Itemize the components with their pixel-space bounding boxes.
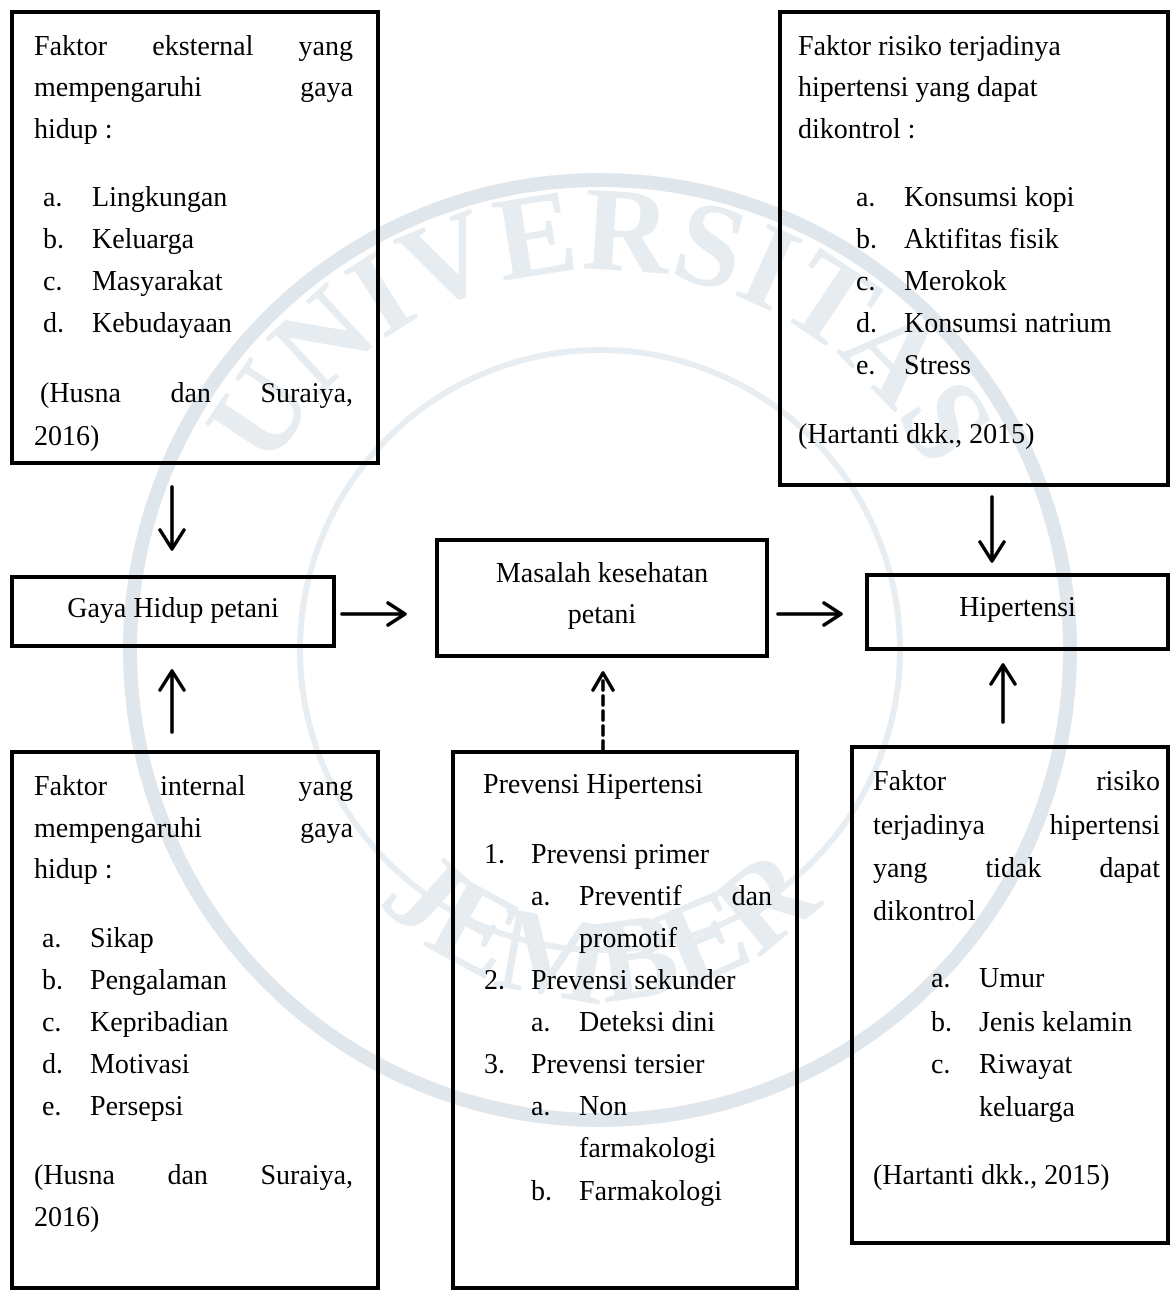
prev-sub-marker: a. [531,881,551,912]
ctrl-item-marker: c. [856,266,876,297]
int-line-1: Faktor internal yang [34,771,353,802]
nonctrl-item: Riwayat [979,1049,1073,1080]
box-controllable-risk [778,10,1170,487]
ctrl-line-2: hipertensi yang dapat [798,72,1038,103]
int-item-marker: c. [42,1007,62,1038]
prev-title: Prevensi Hipertensi [483,769,704,800]
nonctrl-item-marker: b. [931,1007,952,1038]
ctrl-item: Stress [904,350,971,381]
nonctrl-item-continued: keluarga [979,1092,1075,1123]
ctrl-item: Konsumsi kopi [904,182,1075,213]
prev-sub-primer-line-1: Preventif dan [579,881,772,912]
ctrl-item: Aktifitas fisik [904,224,1059,255]
ext-item: Masyarakat [92,266,223,297]
box-masalah-kesehatan [435,538,769,658]
box-noncontrollable-risk [850,745,1170,1245]
nonctrl-line-3: yang tidak dapat [873,853,1160,884]
prev-sub-tersier-a-line-2: farmakologi [579,1133,716,1164]
prev-marker: 3. [484,1049,505,1080]
hipertensi-label: Hipertensi [959,592,1076,623]
prev-marker: 2. [484,965,505,996]
arrow-prev-to-masalah [591,671,615,752]
nonctrl-reference: (Hartanti dkk., 2015) [873,1160,1110,1191]
nonctrl-line-2: terjadinya hipertensi [873,810,1160,841]
prev-sub-primer-line-2: promotif [579,923,677,954]
ctrl-item: Merokok [904,266,1007,297]
int-line-3: hidup : [34,854,113,885]
nonctrl-line-1: Faktor risiko [873,766,1160,797]
prev-level-sekunder: Prevensi sekunder [531,965,736,996]
int-item-marker: d. [42,1049,63,1080]
prev-marker: 1. [484,839,505,870]
masalah-line-1: Masalah kesehatan [495,558,709,589]
box-external-factors [10,10,380,465]
ctrl-line-1: Faktor risiko terjadinya [798,31,1061,62]
ctrl-item-marker: e. [856,350,876,381]
arrow-ext-to-gaya [158,485,186,551]
int-reference-line-1: (Husna dan Suraiya, [34,1160,353,1191]
ext-line-3: hidup : [34,114,113,145]
box-gaya-hidup [10,575,336,648]
nonctrl-item: Umur [979,963,1045,994]
prev-sub-tersier-b: Farmakologi [579,1176,723,1207]
ctrl-item: Konsumsi natrium [904,308,1112,339]
prev-sub-marker: a. [531,1007,551,1038]
int-item-marker: b. [42,965,63,996]
arrow-nonctrl-to-hip [989,663,1017,724]
int-item: Pengalaman [90,965,227,996]
box-hipertensi [865,573,1170,651]
prev-level-primer: Prevensi primer [531,839,710,870]
ext-item: Kebudayaan [92,308,232,339]
int-item: Motivasi [90,1049,190,1080]
ext-reference-line-1: (Husna dan Suraiya, [40,378,353,409]
int-item: Sikap [90,923,154,954]
ext-item-marker: b. [43,224,64,255]
prev-level-tersier: Prevensi tersier [531,1049,705,1080]
ext-item: Keluarga [92,224,195,255]
int-item: Kepribadian [90,1007,229,1038]
ext-line-1: Faktor eksternal yang [34,31,353,62]
ext-item: Lingkungan [92,182,228,213]
ext-item-marker: d. [43,308,64,339]
masalah-line-2: petani [567,599,637,630]
prev-sub-marker: a. [531,1091,551,1122]
nonctrl-item-marker: c. [931,1049,951,1080]
ext-reference-line-2: 2016) [34,421,100,452]
ctrl-item-marker: a. [856,182,876,213]
nonctrl-line-4: dikontrol [873,896,976,927]
int-item: Persepsi [90,1091,184,1122]
prev-sub-sekunder: Deteksi dini [579,1007,716,1038]
nonctrl-item: Jenis kelamin [979,1007,1133,1038]
arrow-gaya-to-masalah [340,601,407,627]
nonctrl-item-marker: a. [931,963,951,994]
prev-sub-tersier-a-line-1: Non [579,1091,628,1122]
ext-line-2: mempengaruhi gaya [34,72,353,103]
arrow-int-to-gaya [158,669,186,734]
arrow-masalah-to-hip [776,601,843,627]
ctrl-item-marker: b. [856,224,877,255]
int-line-2: mempengaruhi gaya [34,813,353,844]
arrow-ctrl-to-hip [978,495,1006,563]
int-item-marker: e. [42,1091,62,1122]
ext-item-marker: c. [43,266,63,297]
gaya-hidup-label: Gaya Hidup petani [67,593,279,624]
int-reference-line-2: 2016) [34,1202,100,1233]
int-item-marker: a. [42,923,62,954]
prev-sub-marker: b. [531,1176,552,1207]
ext-item-marker: a. [43,182,63,213]
ctrl-line-3: dikontrol : [798,114,916,145]
ctrl-item-marker: d. [856,308,877,339]
ctrl-reference: (Hartanti dkk., 2015) [798,419,1035,450]
